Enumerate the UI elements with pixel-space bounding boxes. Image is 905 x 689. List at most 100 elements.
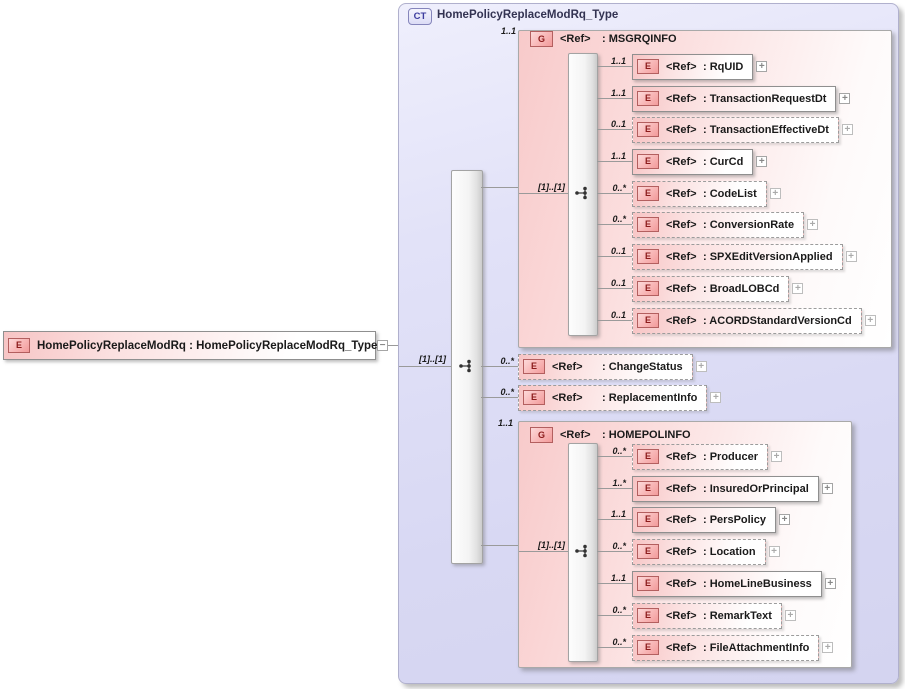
element-box[interactable]: E <Ref> : ReplacementInfo bbox=[518, 384, 708, 411]
connector-line bbox=[597, 647, 632, 648]
element-name: : TransactionEffectiveDt bbox=[703, 123, 829, 136]
element-row: E<Ref>: ConversionRate+ bbox=[632, 211, 819, 238]
element-box[interactable]: E <Ref> : InsuredOrPrincipal bbox=[632, 475, 819, 502]
e-badge-icon: E bbox=[637, 481, 659, 496]
element-row: E<Ref>: FileAttachmentInfo+ bbox=[632, 634, 834, 661]
expand-button[interactable]: + bbox=[768, 546, 780, 557]
connector-line bbox=[597, 456, 632, 457]
ref-label: <Ref> bbox=[666, 282, 697, 295]
expand-button[interactable]: + bbox=[784, 610, 796, 621]
expand-button[interactable]: + bbox=[771, 451, 783, 462]
complex-type-title: HomePolicyReplaceModRq_Type bbox=[437, 9, 619, 21]
element-box[interactable]: E <Ref> : ChangeStatus bbox=[518, 353, 693, 380]
connector-line bbox=[597, 488, 632, 489]
sequence-icon bbox=[575, 186, 587, 200]
e-badge-icon: E bbox=[637, 608, 659, 623]
element-box[interactable]: E<Ref>: TransactionRequestDt bbox=[632, 85, 837, 112]
collapse-button[interactable]: − bbox=[377, 340, 388, 351]
group-cardinality-label: 1..1 bbox=[497, 418, 513, 428]
element-name: : ConversionRate bbox=[703, 218, 795, 231]
element-name: : RemarkText bbox=[703, 609, 772, 622]
expand-button[interactable]: + bbox=[824, 578, 836, 589]
connector-line bbox=[481, 545, 518, 546]
expand-button[interactable]: + bbox=[841, 124, 853, 135]
element-box[interactable]: E<Ref>: FileAttachmentInfo bbox=[632, 634, 820, 661]
element-box[interactable]: E<Ref>: Location bbox=[632, 538, 766, 565]
cardinality-label: 0..1 bbox=[610, 246, 626, 256]
group-header[interactable]: G <Ref> : HOMEPOLINFO bbox=[530, 427, 691, 443]
group-header[interactable]: G <Ref> : MSGRQINFO bbox=[530, 31, 677, 47]
expand-button[interactable]: + bbox=[807, 219, 819, 230]
cardinality-label: 0..* bbox=[612, 446, 626, 456]
expand-button[interactable]: + bbox=[845, 251, 857, 262]
sequence-bar bbox=[568, 443, 598, 662]
expand-button[interactable]: + bbox=[822, 642, 834, 653]
connector-line bbox=[597, 224, 632, 225]
connector-line bbox=[481, 187, 518, 188]
cardinality-label: 1..* bbox=[612, 478, 626, 488]
element-box[interactable]: E<Ref>: RqUID bbox=[632, 53, 754, 80]
expand-button[interactable]: + bbox=[821, 483, 833, 494]
expand-button[interactable]: + bbox=[864, 315, 876, 326]
connector-line bbox=[597, 256, 632, 257]
element-row: E<Ref>: Location+ bbox=[632, 538, 780, 565]
cardinality-label: 0..* bbox=[612, 541, 626, 551]
element-name: : SPXEditVersionApplied bbox=[703, 250, 833, 263]
element-row: E <Ref> : ReplacementInfo + bbox=[518, 384, 722, 411]
expand-button[interactable]: + bbox=[695, 361, 707, 372]
expand-button[interactable]: + bbox=[756, 156, 768, 167]
connector-line bbox=[519, 193, 568, 194]
ref-label: <Ref> bbox=[666, 92, 697, 105]
element-name: : Location bbox=[703, 545, 756, 558]
element-box[interactable]: E<Ref>: BroadLOBCd bbox=[632, 275, 790, 302]
ref-label: <Ref> bbox=[666, 187, 697, 200]
e-badge-icon: E bbox=[637, 281, 659, 296]
element-box[interactable]: E<Ref>: ConversionRate bbox=[632, 211, 805, 238]
connector-line bbox=[597, 551, 632, 552]
element-name: : InsuredOrPrincipal bbox=[703, 482, 809, 495]
connector-line bbox=[519, 551, 568, 552]
expand-button[interactable]: + bbox=[792, 283, 804, 294]
element-row: E<Ref>: RemarkText+ bbox=[632, 602, 796, 629]
element-box[interactable]: E<Ref>: CodeList bbox=[632, 180, 767, 207]
element-name: : ReplacementInfo bbox=[602, 391, 698, 404]
expand-button[interactable]: + bbox=[756, 61, 768, 72]
element-box[interactable]: E<Ref>: HomeLineBusiness bbox=[632, 570, 822, 597]
connector-line bbox=[597, 66, 632, 67]
element-box[interactable]: E<Ref>: PersPolicy bbox=[632, 506, 776, 533]
element-name: : ACORDStandardVersionCd bbox=[703, 314, 852, 327]
element-box[interactable]: E<Ref>: SPXEditVersionApplied bbox=[632, 243, 843, 270]
root-element-row: E HomePolicyReplaceModRq : HomePolicyRep… bbox=[3, 331, 388, 360]
expand-button[interactable]: + bbox=[839, 93, 851, 104]
element-row: E<Ref>: BroadLOBCd+ bbox=[632, 275, 804, 302]
element-row: E<Ref>: PersPolicy+ bbox=[632, 506, 790, 533]
ref-label: <Ref> bbox=[666, 450, 697, 463]
root-element-label: HomePolicyReplaceModRq : HomePolicyRepla… bbox=[37, 339, 378, 352]
element-box[interactable]: E<Ref>: ACORDStandardVersionCd bbox=[632, 307, 862, 334]
element-box[interactable]: E<Ref>: TransactionEffectiveDt bbox=[632, 116, 839, 143]
element-name: : CurCd bbox=[703, 155, 744, 168]
ref-label: <Ref> bbox=[666, 482, 697, 495]
connector-line bbox=[597, 129, 632, 130]
e-badge-icon: E bbox=[637, 59, 659, 74]
e-badge-icon: E bbox=[637, 217, 659, 232]
cardinality-label: 0..1 bbox=[610, 278, 626, 288]
element-box[interactable]: E<Ref>: RemarkText bbox=[632, 602, 782, 629]
ref-label: <Ref> bbox=[666, 545, 697, 558]
element-box[interactable]: E<Ref>: CurCd bbox=[632, 148, 754, 175]
expand-button[interactable]: + bbox=[769, 188, 781, 199]
ref-label: <Ref> bbox=[666, 314, 697, 327]
expand-button[interactable]: + bbox=[710, 392, 722, 403]
element-row: E<Ref>: SPXEditVersionApplied+ bbox=[632, 243, 857, 270]
connector-line bbox=[597, 615, 632, 616]
cardinality-label: 0..* bbox=[500, 356, 514, 366]
connector-line bbox=[597, 193, 632, 194]
element-box[interactable]: E<Ref>: Producer bbox=[632, 443, 769, 470]
root-element-box[interactable]: E HomePolicyReplaceModRq : HomePolicyRep… bbox=[3, 331, 378, 360]
sequence-cardinality-label: [1]..[1] bbox=[419, 354, 446, 364]
connector-line bbox=[399, 366, 451, 367]
connector-line bbox=[388, 345, 399, 346]
element-row: E<Ref>: TransactionEffectiveDt+ bbox=[632, 116, 853, 143]
cardinality-label: 0..1 bbox=[610, 310, 626, 320]
expand-button[interactable]: + bbox=[778, 514, 790, 525]
